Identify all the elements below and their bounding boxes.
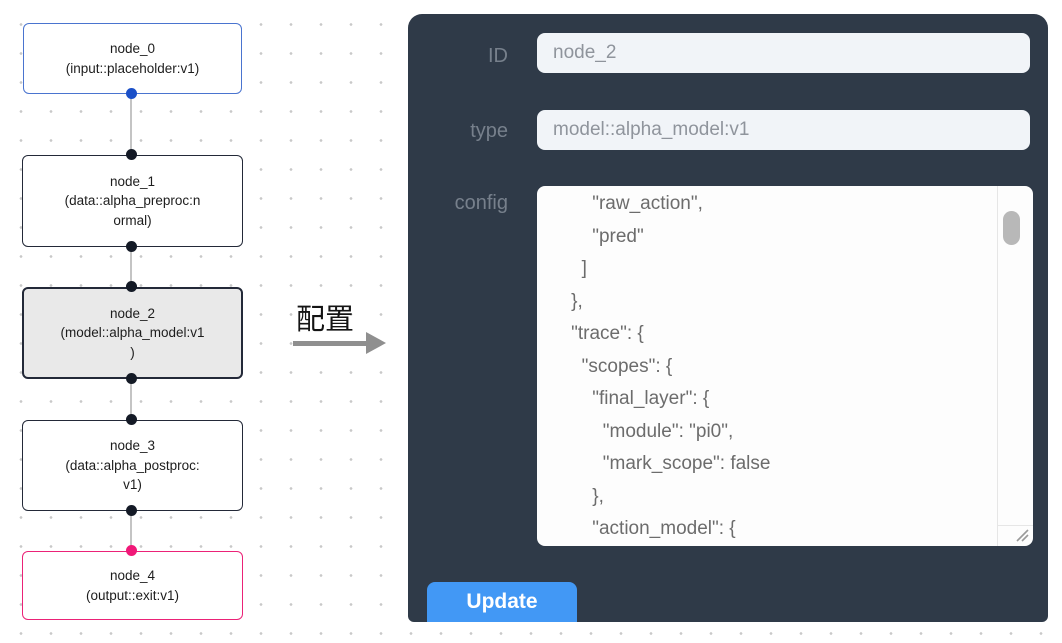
scrollbar-corner [997,525,1033,526]
node-title: node_1 [109,173,156,189]
type-input[interactable] [537,110,1030,150]
node_3-input-port[interactable] [126,414,137,425]
edge-node0-node1 [130,94,132,155]
config-json-text[interactable]: "raw_action", "pred" ] }, "trace": { "sc… [571,193,771,539]
node_0-output-port[interactable] [126,88,137,99]
flow-node-node_0[interactable]: node_0 (input::placeholder:v1) [23,23,242,94]
config-label: config [454,192,508,214]
node-subtitle: (data::alpha_preproc:n ormal) [64,193,201,228]
node-subtitle: (input::placeholder:v1) [65,60,200,76]
right-arrow-icon [293,341,367,346]
update-button[interactable]: Update [427,582,577,622]
node-title: node_0 [109,41,156,56]
node_1-output-port[interactable] [126,241,137,252]
node_4-input-port[interactable] [126,545,137,556]
node-subtitle: (model::alpha_model:v1 ) [60,325,205,360]
node_1-input-port[interactable] [126,149,137,160]
edge-node3-node4 [130,511,132,551]
id-input[interactable] [537,33,1030,73]
edge-node1-node2 [130,247,132,287]
node_2-output-port[interactable] [126,373,137,384]
right-arrow-head-icon [366,332,386,354]
config-panel: ID type config "raw_action", "pred" ] },… [408,14,1048,622]
node-title: node_4 [109,568,156,583]
node_2-input-port[interactable] [126,281,137,292]
node-subtitle: (output::exit:v1) [85,587,180,603]
flow-node-node_4[interactable]: node_4 (output::exit:v1) [22,551,243,620]
id-label: ID [488,45,508,67]
node-title: node_3 [109,438,156,454]
scrollbar-thumb[interactable] [1003,211,1020,245]
node-subtitle: (data::alpha_postproc: v1) [65,457,200,493]
scrollbar-track [997,186,998,546]
flow-node-node_1[interactable]: node_1 (data::alpha_preproc:n ormal) [22,155,243,247]
flow-node-node_3[interactable]: node_3 (data::alpha_postproc: v1) [22,420,243,511]
node-title: node_2 [109,305,156,321]
resize-handle-icon[interactable] [1012,525,1030,543]
type-label: type [470,120,508,142]
relation-label: 配置 [296,304,355,336]
node_3-output-port[interactable] [126,505,137,516]
edge-node2-node3 [130,379,132,420]
flow-node-node_2-selected[interactable]: node_2 (model::alpha_model:v1 ) [22,287,243,379]
config-editor[interactable]: "raw_action", "pred" ] }, "trace": { "sc… [537,186,1033,546]
